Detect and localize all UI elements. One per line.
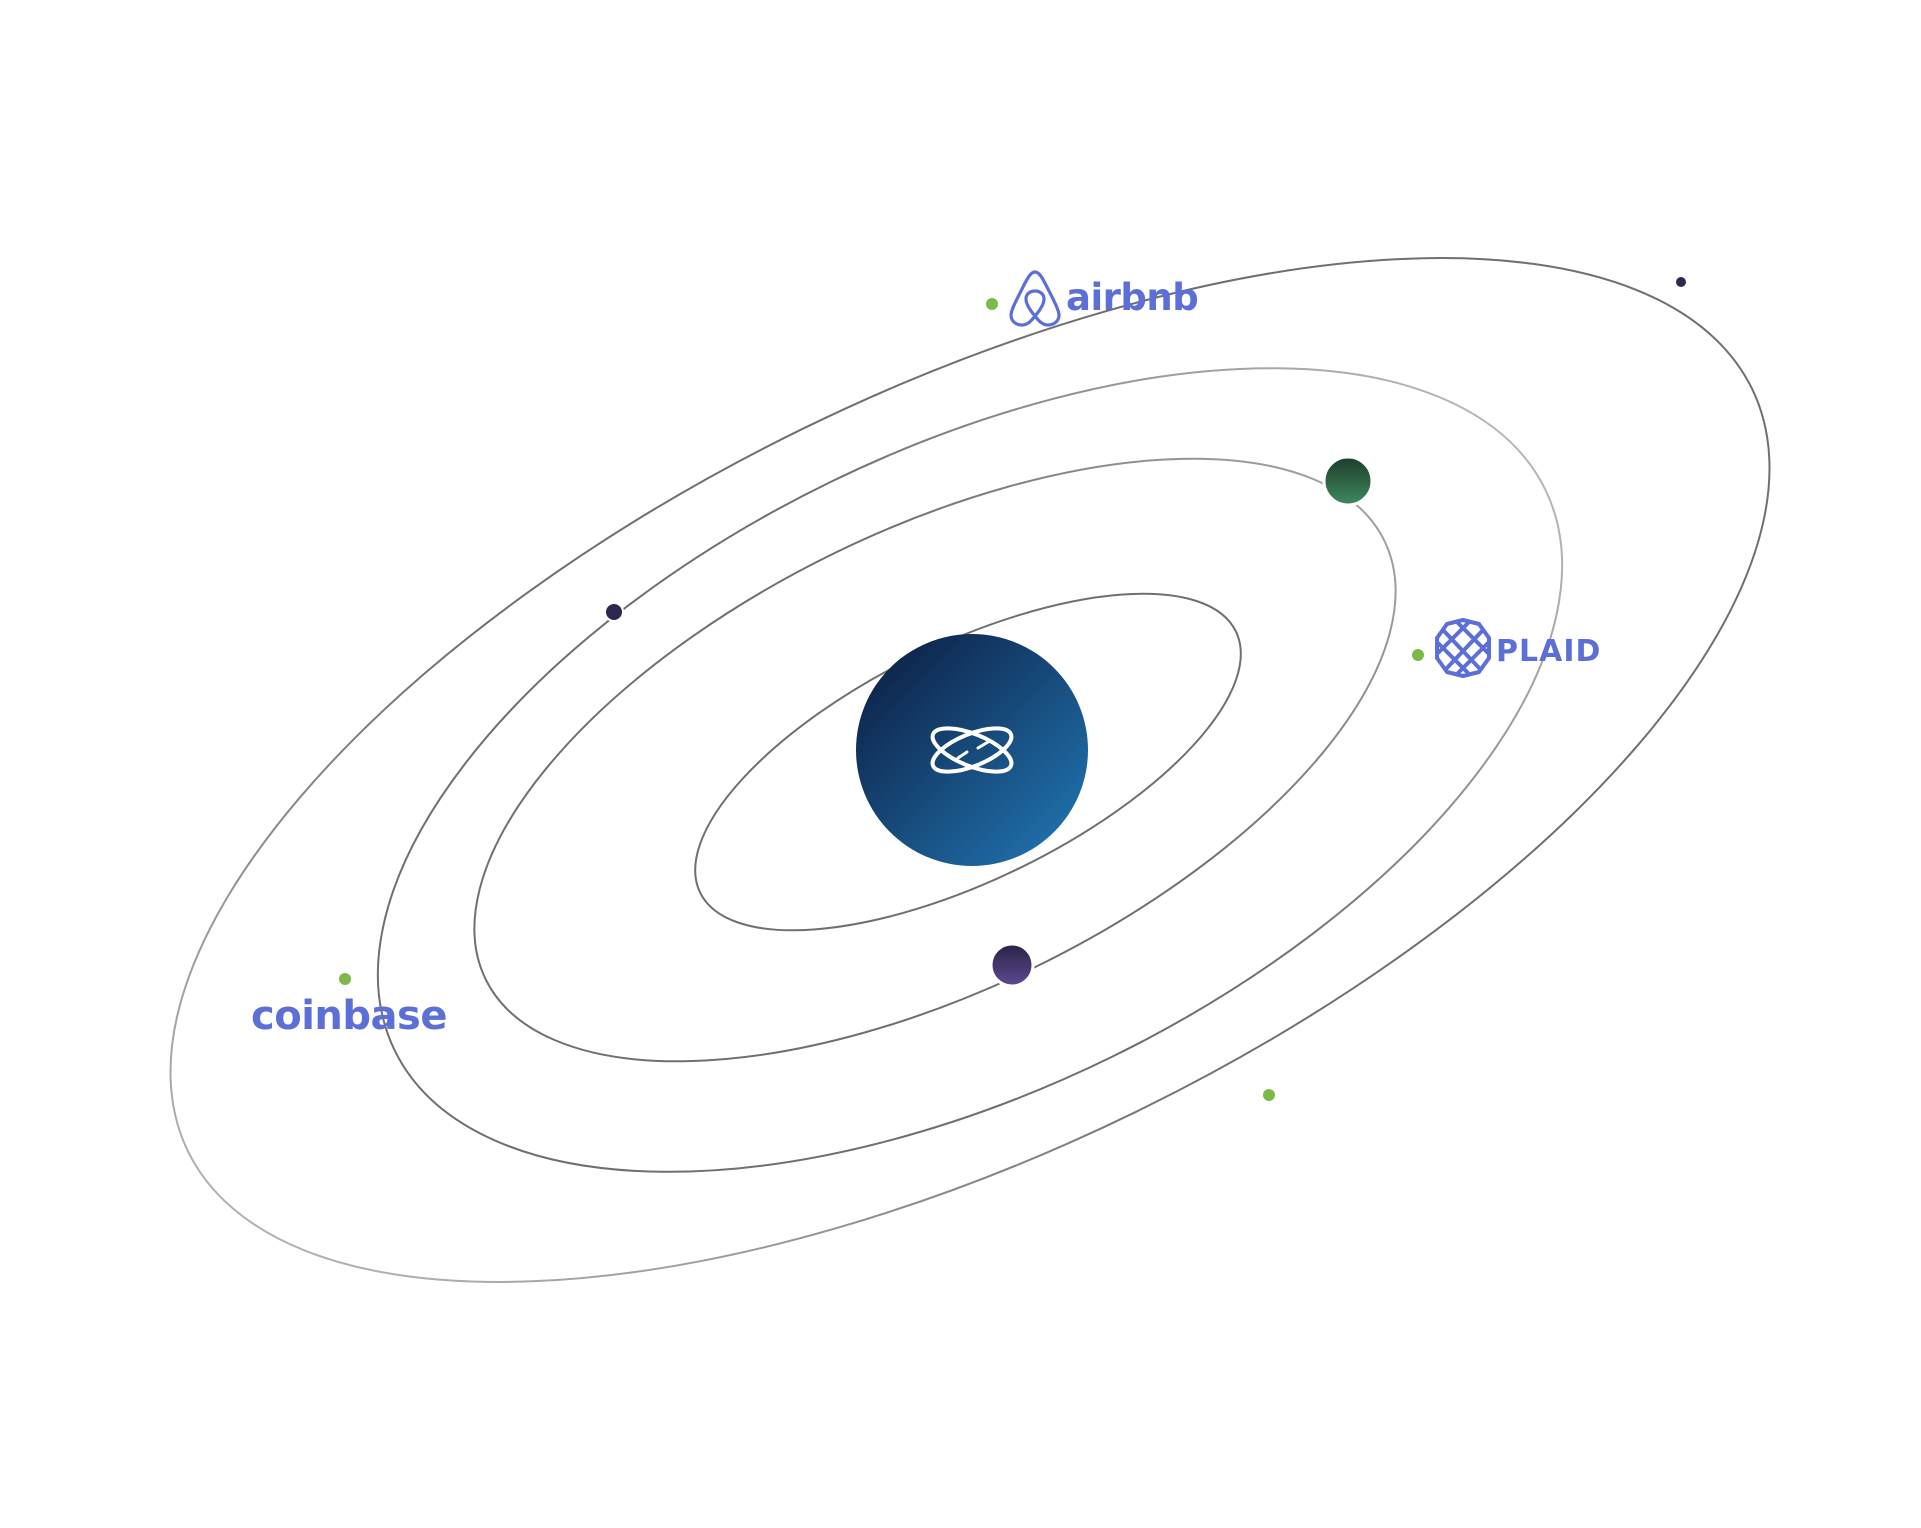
plaid-logo: PLAID (1435, 618, 1601, 678)
orbit-ring-third (376, 367, 1564, 1173)
orbit-ring-second (473, 457, 1397, 1063)
airbnb-icon (1009, 270, 1061, 327)
small-planet (604, 602, 624, 622)
core-sphere (856, 634, 1088, 866)
integration-dot (1263, 1089, 1275, 1101)
small-planet (1674, 275, 1688, 289)
atom-orbit-icon (930, 726, 1014, 774)
coinbase-wordmark: coinbase (251, 993, 447, 1039)
plaid-icon (1435, 618, 1491, 678)
integration-dot (1412, 649, 1424, 661)
plaid-wordmark: PLAID (1496, 634, 1601, 669)
planet-green (1322, 455, 1374, 507)
planet-purple (989, 942, 1035, 988)
airbnb-wordmark: airbnb (1066, 276, 1198, 319)
orbit-ring-outer (169, 257, 1771, 1283)
airbnb-logo: airbnb (1009, 270, 1199, 327)
coinbase-logo: coinbase (251, 993, 447, 1039)
core-node (856, 634, 1088, 866)
integration-dot (339, 973, 351, 985)
integration-dot (986, 298, 998, 310)
